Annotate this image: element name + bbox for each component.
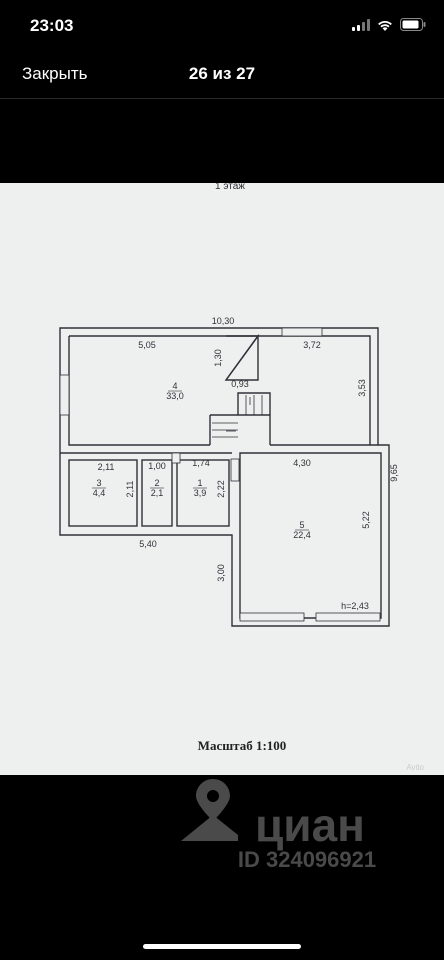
- dim-room5-height: 5,22: [361, 511, 371, 529]
- dim-top-left: 5,05: [138, 340, 156, 350]
- room-2-number: 2: [154, 478, 159, 488]
- nav-bar: Закрыть 26 из 27: [0, 56, 444, 99]
- dim-room3-height: 2,11: [125, 481, 135, 498]
- cian-brand: циан: [255, 799, 365, 851]
- home-indicator[interactable]: [143, 944, 301, 949]
- room-5-area: 22,4: [293, 530, 311, 540]
- status-time: 23:03: [30, 16, 74, 35]
- plan-scale: Масштаб 1:100: [198, 738, 287, 753]
- room-5-number: 5: [299, 520, 304, 530]
- listing-id: ID 324096921: [238, 847, 376, 872]
- dim-bottom-left: 5,40: [139, 539, 157, 549]
- room-3-number: 3: [96, 478, 101, 488]
- status-bar: 23:03: [0, 0, 444, 56]
- room-1-number: 1: [197, 478, 202, 488]
- dim-room5-width: 4,30: [293, 458, 311, 468]
- room-2-area: 2,1: [151, 488, 164, 498]
- floor-plan-photo[interactable]: 1 этаж: [0, 183, 444, 775]
- close-button[interactable]: Закрыть: [22, 64, 88, 83]
- room-3-area: 4,4: [93, 488, 106, 498]
- floor-title: 1 этаж: [215, 183, 245, 192]
- floor-plan-drawing: 1 этаж: [59, 183, 425, 772]
- avito-watermark: Avito: [406, 763, 424, 772]
- cian-logo-icon: [181, 779, 238, 841]
- signal-icon: [352, 18, 370, 31]
- dim-room2-width: 1,00: [148, 461, 166, 471]
- dim-right-room-h: 3,53: [357, 379, 367, 397]
- dim-room1-width: 1,74: [192, 458, 210, 468]
- dim-ceiling-height: h=2,43: [341, 601, 369, 611]
- battery-icon: [400, 18, 426, 31]
- dim-stair-w: 0,93: [231, 379, 249, 389]
- dim-lower-height: 3,00: [216, 564, 226, 582]
- dim-room1-height: 2,22: [216, 480, 226, 498]
- status-icons: [352, 18, 426, 31]
- dim-top-right: 3,72: [303, 340, 321, 350]
- cian-watermark: циан ID 324096921: [0, 775, 444, 895]
- room-4-number: 4: [172, 381, 177, 391]
- dim-stair-h: 1,30: [213, 349, 223, 367]
- dim-room3-width: 2,11: [98, 462, 115, 472]
- wifi-icon: [378, 20, 392, 31]
- photo-counter: 26 из 27: [188, 64, 256, 83]
- room-1-area: 3,9: [194, 488, 207, 498]
- dim-total-width: 10,30: [212, 316, 235, 326]
- dim-total-height: 9,65: [389, 464, 399, 482]
- room-4-area: 33,0: [166, 391, 184, 401]
